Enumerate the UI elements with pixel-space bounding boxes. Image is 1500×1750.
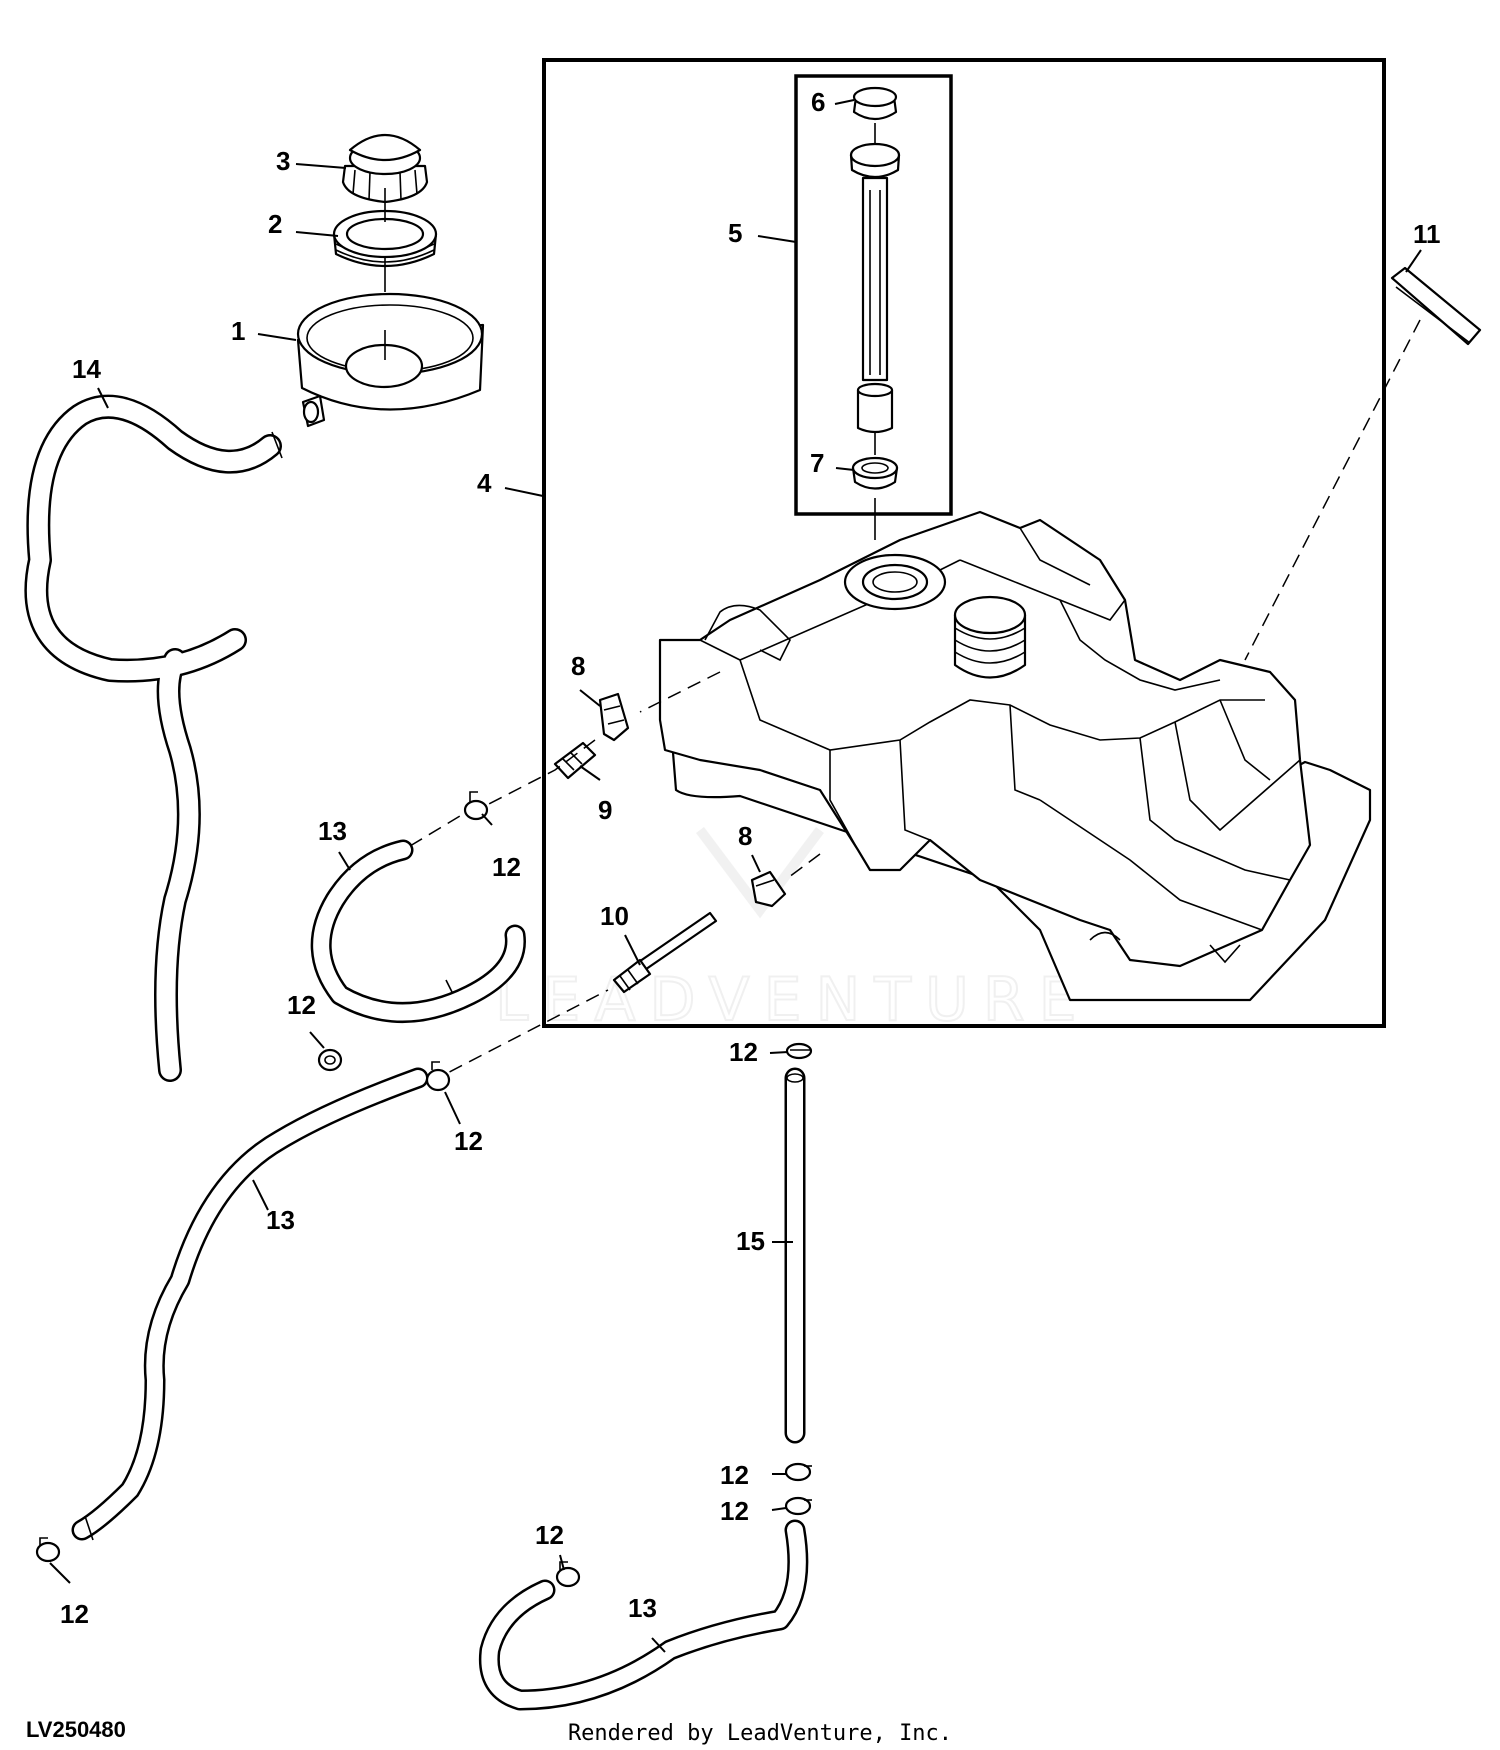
- callout-12-h: 12: [60, 1599, 89, 1629]
- clamp-lower: [750, 870, 787, 908]
- barbed-fitting: [553, 741, 597, 780]
- leader-lines: [49, 99, 1422, 1653]
- tank-assembly-box: [542, 58, 1386, 1028]
- callout-4: 4: [477, 468, 492, 498]
- callout-10: 10: [600, 901, 629, 931]
- callout-15: 15: [736, 1226, 765, 1256]
- fuel-tank: [658, 510, 1372, 1002]
- fitting-leader-lower: [429, 853, 821, 1083]
- hose-leader-upper: [409, 809, 471, 847]
- gauge-cap: [852, 86, 898, 121]
- callout-12-a: 12: [492, 852, 521, 882]
- clamp-12-g: [555, 1561, 581, 1588]
- sight-gauge-box: [794, 74, 953, 516]
- callout-13-lower-left: 13: [266, 1205, 295, 1235]
- callout-8-lower: 8: [738, 821, 752, 851]
- label-leader-dash: [1244, 319, 1421, 661]
- callout-labels: 1 2 3 4 5 6 7 8 8 9 10 11 12 12 12 12 12…: [60, 87, 1441, 1629]
- fitting-leader-upper: [484, 671, 721, 807]
- callout-13-bottom: 13: [628, 1593, 657, 1623]
- figure-id: LV250480: [26, 1717, 126, 1742]
- cap-adapter-ring: [332, 209, 438, 268]
- clamp-12-e: [784, 1462, 812, 1482]
- hose-lower-left: [71, 1067, 429, 1541]
- fuel-label-decal: [1390, 266, 1482, 346]
- hose-clamps: [35, 791, 813, 1588]
- gauge-grommet: [851, 456, 899, 490]
- callout-1: 1: [231, 316, 245, 346]
- hose-bottom: [478, 1519, 809, 1711]
- callout-12-f: 12: [720, 1496, 749, 1526]
- clamp-12-c: [425, 1061, 451, 1092]
- tank-bezel: [296, 292, 485, 428]
- clamp-12-d: [785, 1042, 813, 1060]
- clamp-12-b: [317, 1048, 343, 1072]
- callout-12-b: 12: [287, 990, 316, 1020]
- callout-5: 5: [728, 218, 742, 248]
- callout-6: 6: [811, 87, 825, 117]
- callout-9: 9: [598, 795, 612, 825]
- callout-12-d: 12: [729, 1037, 758, 1067]
- clamp-12-f: [784, 1496, 812, 1516]
- render-credit-text: Rendered by LeadVenture, Inc.: [567, 1721, 953, 1746]
- callout-13-upper: 13: [318, 816, 347, 846]
- callout-11: 11: [1413, 219, 1441, 249]
- drain-fitting: [612, 911, 718, 994]
- callout-12-e: 12: [720, 1460, 749, 1490]
- callout-14: 14: [72, 354, 101, 384]
- render-credit: Rendered by LeadVenture, Inc.: [0, 1721, 1500, 1746]
- callout-3: 3: [276, 146, 290, 176]
- callout-12-c: 12: [454, 1126, 483, 1156]
- callout-8-upper: 8: [571, 651, 585, 681]
- sight-gauge: [849, 123, 901, 540]
- hose-upper: [310, 839, 526, 1023]
- clamp-upper: [598, 692, 630, 742]
- hose-vertical: [784, 1067, 806, 1444]
- callout-12-g: 12: [535, 1520, 564, 1550]
- callout-7: 7: [810, 448, 824, 478]
- clamp-12-h: [35, 1537, 61, 1563]
- fuel-cap: [341, 133, 429, 204]
- callout-2: 2: [268, 209, 282, 239]
- vent-hose: [24, 394, 283, 1082]
